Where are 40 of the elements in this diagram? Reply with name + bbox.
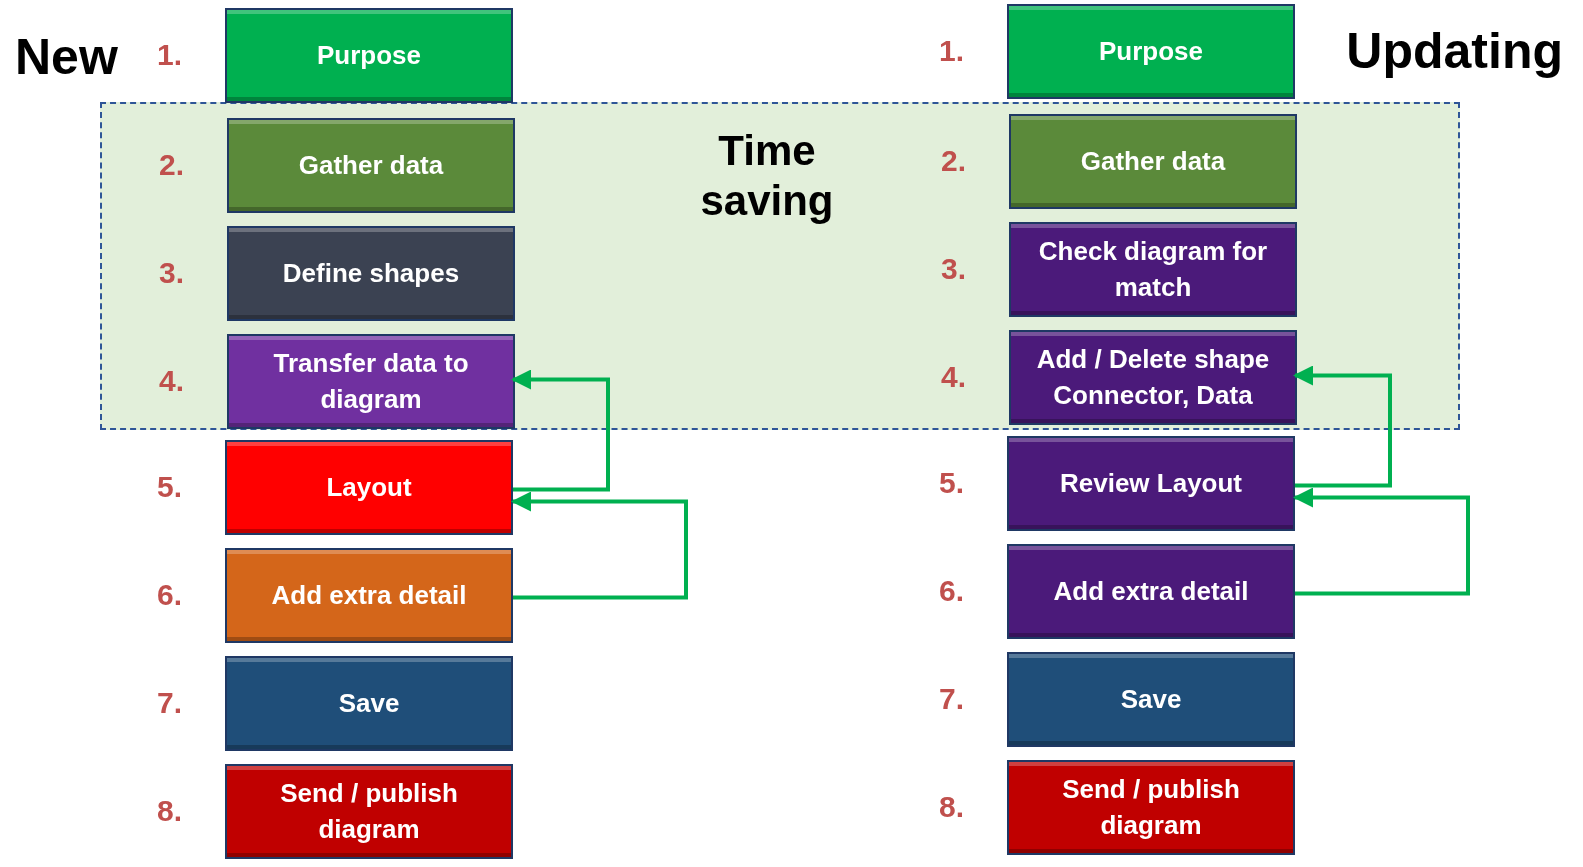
step-number: 3. bbox=[941, 252, 967, 286]
arrow bbox=[1293, 365, 1392, 488]
process-box: Send / publish diagram bbox=[1007, 760, 1295, 855]
process-box: Check diagram for match bbox=[1009, 222, 1297, 317]
band-title: Time saving bbox=[699, 126, 835, 227]
process-box: Transfer data to diagram bbox=[227, 334, 515, 429]
step-number: 1. bbox=[157, 38, 183, 72]
arrow bbox=[511, 491, 688, 600]
arrow bbox=[511, 369, 610, 492]
process-box: Add extra detail bbox=[1007, 544, 1295, 639]
process-box: Purpose bbox=[1007, 4, 1295, 99]
process-box: Review Layout bbox=[1007, 436, 1295, 531]
highlight-band bbox=[100, 102, 1460, 430]
step-number: 5. bbox=[939, 466, 965, 500]
process-box: Define shapes bbox=[227, 226, 515, 321]
step-number: 6. bbox=[157, 578, 183, 612]
column-heading: New bbox=[15, 28, 118, 86]
process-box: Add / Delete shape Connector, Data bbox=[1009, 330, 1297, 425]
step-number: 4. bbox=[159, 364, 185, 398]
process-box: Save bbox=[1007, 652, 1295, 747]
step-number: 4. bbox=[941, 360, 967, 394]
arrow bbox=[1293, 487, 1470, 596]
column-heading: Updating bbox=[1346, 22, 1563, 80]
process-box: Gather data bbox=[227, 118, 515, 213]
step-number: 8. bbox=[939, 790, 965, 824]
step-number: 2. bbox=[159, 148, 185, 182]
process-box: Add extra detail bbox=[225, 548, 513, 643]
step-number: 7. bbox=[157, 686, 183, 720]
process-box: Gather data bbox=[1009, 114, 1297, 209]
step-number: 1. bbox=[939, 34, 965, 68]
step-number: 7. bbox=[939, 682, 965, 716]
process-box: Layout bbox=[225, 440, 513, 535]
process-box: Save bbox=[225, 656, 513, 751]
step-number: 2. bbox=[941, 144, 967, 178]
process-box: Send / publish diagram bbox=[225, 764, 513, 859]
step-number: 6. bbox=[939, 574, 965, 608]
step-number: 3. bbox=[159, 256, 185, 290]
process-box: Purpose bbox=[225, 8, 513, 103]
step-number: 8. bbox=[157, 794, 183, 828]
step-number: 5. bbox=[157, 470, 183, 504]
